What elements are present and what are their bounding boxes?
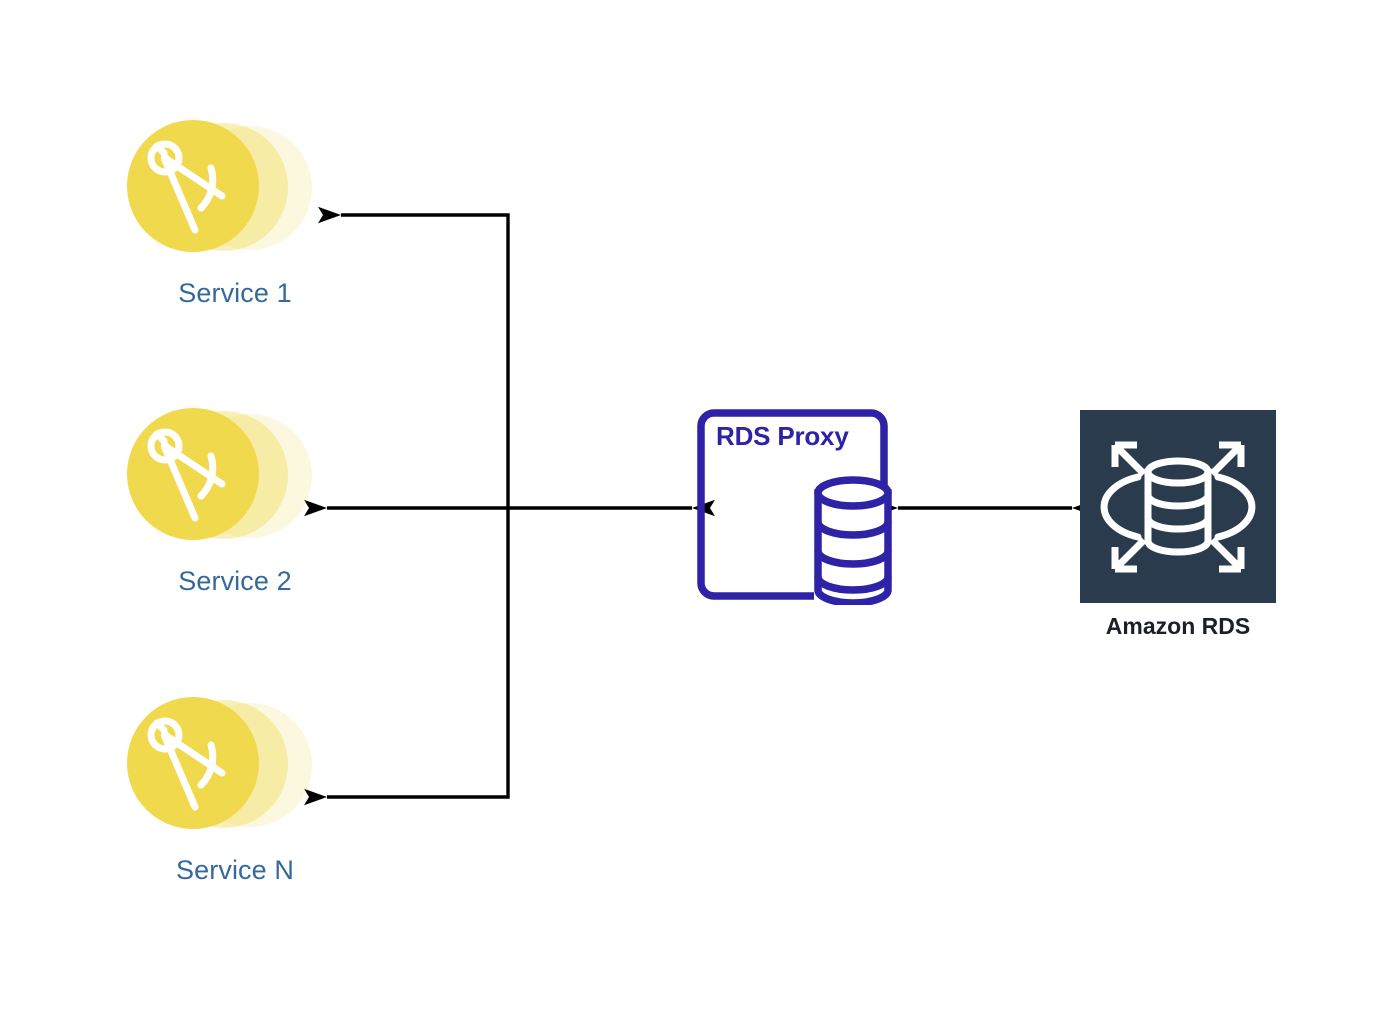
service-label-2: Service 2 (178, 566, 292, 596)
compass-service-icon (120, 118, 330, 263)
amazon-rds-node[interactable]: Amazon RDS (1080, 410, 1280, 650)
service-node-2[interactable]: Service 2 (120, 406, 360, 636)
service-label-n: Service N (176, 855, 294, 885)
compass-glyph-icon (147, 428, 226, 522)
rds-proxy-icon (697, 409, 892, 607)
service-node-n[interactable]: Service N (120, 695, 360, 925)
compass-glyph-icon (147, 717, 226, 811)
compass-service-icon (120, 406, 330, 551)
compass-glyph-icon (147, 140, 226, 234)
rds-proxy-label: RDS Proxy (716, 421, 849, 451)
rds-proxy-node[interactable]: RDS Proxy (694, 405, 900, 607)
service-node-1[interactable]: Service 1 (120, 118, 360, 348)
service-label-1: Service 1 (178, 278, 292, 308)
compass-service-icon (120, 695, 330, 840)
amazon-rds-label: Amazon RDS (1105, 613, 1251, 639)
amazon-rds-icon (1100, 441, 1256, 573)
connector-proxy-to-service-1 (318, 206, 510, 508)
